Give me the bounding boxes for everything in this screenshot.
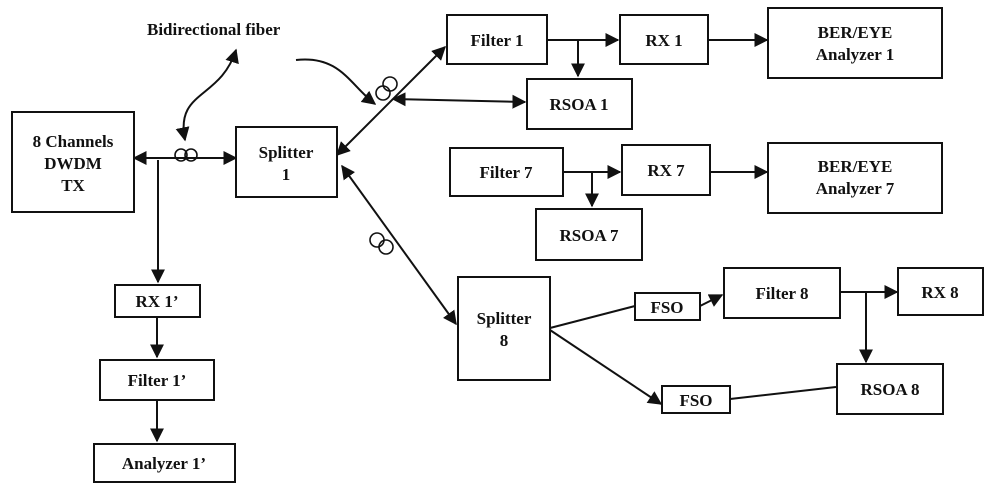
fiber-coil-icon xyxy=(174,148,198,162)
splitter1-filter1-link xyxy=(336,46,446,156)
block-label: RX 1 xyxy=(645,31,682,50)
block-label: Filter 8 xyxy=(755,284,808,303)
block-label: Splitter xyxy=(259,143,314,162)
block-label: BER/EYE xyxy=(818,23,893,42)
fso-top-block: FSO xyxy=(634,292,701,321)
block-label: FSO xyxy=(679,391,712,410)
splitter1-splitter8-link xyxy=(341,164,457,326)
fso-bottom-block: FSO xyxy=(661,385,731,414)
splitter1-block: Splitter 1 xyxy=(235,126,338,198)
block-label: Filter 1 xyxy=(470,31,523,50)
rx1p-block: RX 1’ xyxy=(114,284,201,318)
block-label: TX xyxy=(61,176,85,195)
block-label: DWDM xyxy=(44,154,102,173)
rsoa7-block: RSOA 7 xyxy=(535,208,643,261)
block-label: RSOA 8 xyxy=(860,380,919,399)
fiber-coil-icon xyxy=(375,76,398,101)
annotation-pointer-left xyxy=(175,48,239,142)
block-label: RX 1’ xyxy=(136,292,179,311)
bidirectional-fiber-annotation: Bidirectional fiber xyxy=(147,20,281,39)
block-label: FSO xyxy=(650,298,683,317)
rx1-block: RX 1 xyxy=(619,14,709,65)
filter7-block: Filter 7 xyxy=(449,147,564,197)
block-label: RX 8 xyxy=(921,283,958,302)
block-label: Analyzer 1’ xyxy=(122,454,206,473)
block-label: 8 Channels xyxy=(33,132,114,151)
block-label: Filter 1’ xyxy=(128,371,187,390)
block-label: RSOA 1 xyxy=(549,95,608,114)
block-label: 8 xyxy=(500,331,509,350)
rsoa1-fiber-link xyxy=(391,92,527,109)
fiber-coil-icon xyxy=(369,232,394,255)
splitter8-fso-top-link xyxy=(549,305,636,329)
block-label: RX 7 xyxy=(647,161,685,180)
block-label: Filter 7 xyxy=(479,163,533,182)
rsoa8-block: RSOA 8 xyxy=(836,363,944,415)
annotation-pointer-right xyxy=(295,58,377,105)
analyzer1p-block: Analyzer 1’ xyxy=(93,443,236,483)
rx7-block: RX 7 xyxy=(621,144,711,196)
splitter8-block: Splitter 8 xyxy=(457,276,551,381)
dwdm-tx-block: 8 Channels DWDM TX xyxy=(11,111,135,213)
filter1p-block: Filter 1’ xyxy=(99,359,215,401)
splitter8-fso-bottom-arrow xyxy=(549,329,663,405)
block-label: Analyzer 1 xyxy=(816,45,895,64)
ber-eye-analyzer1-block: BER/EYE Analyzer 1 xyxy=(767,7,943,79)
block-label: RSOA 7 xyxy=(559,226,619,245)
block-label: Analyzer 7 xyxy=(816,179,895,198)
filter1-block: Filter 1 xyxy=(446,14,548,65)
block-label: 1 xyxy=(282,165,291,184)
rx8-block: RX 8 xyxy=(897,267,984,316)
filter8-block: Filter 8 xyxy=(723,267,841,319)
rsoa8-fso-bottom-link xyxy=(729,386,837,400)
block-label: BER/EYE xyxy=(818,157,893,176)
fso-top-filter8-arrow xyxy=(699,294,724,307)
block-label: Splitter xyxy=(477,309,532,328)
rsoa1-block: RSOA 1 xyxy=(526,78,633,130)
ber-eye-analyzer7-block: BER/EYE Analyzer 7 xyxy=(767,142,943,214)
